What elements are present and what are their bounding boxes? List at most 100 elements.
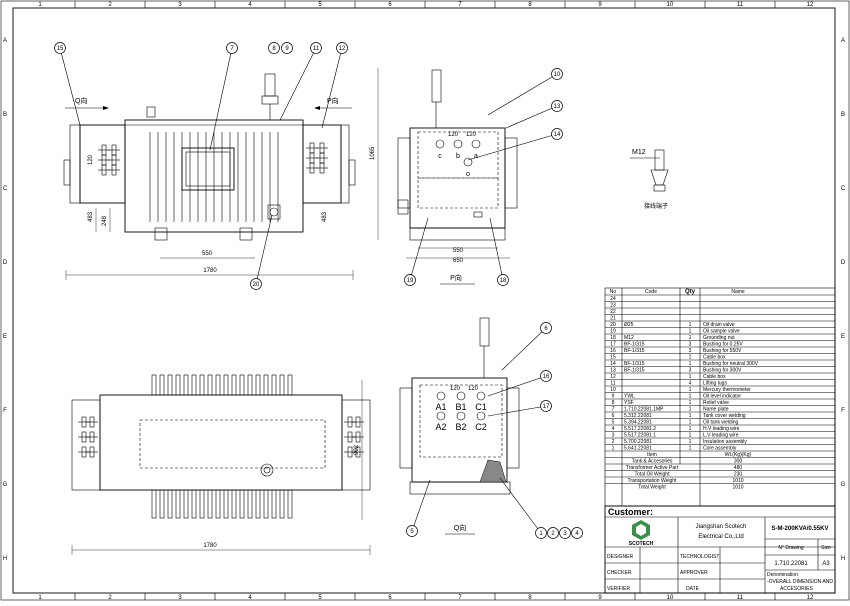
weight-header-item: Item (647, 452, 657, 458)
column-label: 3 (178, 2, 182, 8)
table-cell-name: Core assembly (703, 446, 737, 452)
table-cell-code: 5.700.22081 (624, 439, 652, 445)
callout-balloon (226, 42, 238, 54)
bushing-label-C1: C1 (475, 402, 487, 412)
callout-balloon (571, 527, 583, 539)
model-number: S-M-200KVA/0.55KV (772, 526, 829, 532)
spacing-120-d: 120 (468, 386, 479, 392)
table-cell-code: 5.394.22081 (624, 420, 652, 426)
column-label: 9 (598, 2, 602, 8)
checker-label: CHECKER (607, 570, 632, 576)
column-label: 5 (318, 2, 322, 8)
column-label: 7 (458, 2, 462, 8)
table-cell-no: 9 (612, 394, 615, 400)
view-q-label: Q向 (75, 96, 87, 105)
column-label: 3 (178, 595, 182, 601)
table-cell-no: 12 (610, 374, 616, 380)
table-cell-qty: 1 (689, 355, 692, 361)
row-label: D (841, 260, 846, 266)
bushing-label-A1: A1 (435, 402, 446, 412)
table-cell-name: Oil level indicator (703, 394, 741, 400)
table-cell-no: 19 (610, 329, 616, 335)
callout-balloon (551, 68, 563, 80)
bushing-label-B2: B2 (455, 422, 466, 432)
table-cell-code: YSF (624, 400, 634, 406)
row-label: C (3, 186, 8, 192)
callout-balloon (404, 274, 416, 286)
designer-label: DESIGNER (607, 554, 634, 560)
table-cell-no: 17 (610, 342, 616, 348)
left-cable-box (79, 124, 126, 204)
table-cell-name: Insulation assembly (703, 439, 747, 445)
table-cell-code: M12 (624, 335, 634, 341)
denomination-label: Denomination (767, 572, 798, 578)
technologist-label: TECHNOLOGIST (680, 554, 719, 560)
callout-balloon (406, 525, 418, 537)
spacing-120-b: 120 (466, 132, 477, 138)
table-cell-qty: 1 (689, 387, 692, 393)
name-plate (181, 147, 235, 191)
callout-number: 4 (575, 531, 579, 537)
inner-frame (12, 7, 836, 594)
table-cell-qty: 4 (689, 381, 692, 387)
plan-view: 1780 902 (71, 374, 371, 555)
company-line1: Jiangshan Scotech (696, 524, 747, 530)
table-cell-code: 5.517.22081.2 (624, 426, 656, 432)
side-view-p-label: P向 (450, 273, 462, 282)
table-cell-qty: 1 (689, 420, 692, 426)
weight-item: Transportation Weight (628, 478, 678, 484)
table-cell-code: 5.641.22081 (624, 446, 652, 452)
table-cell-code: BF-1/315 (624, 342, 645, 348)
column-label: 5 (318, 595, 322, 601)
view-p-label: P向 (327, 96, 339, 105)
callout-number: 6 (544, 326, 548, 332)
spacing-120-a: 120 (448, 132, 459, 138)
approver-label: APPROVER (680, 570, 708, 576)
bushing-label-A2: A2 (435, 422, 446, 432)
size-label: Size (821, 545, 831, 551)
table-cell-no: 15 (610, 355, 616, 361)
callout-number: 7 (230, 46, 234, 52)
table-cell-no: 22 (610, 309, 616, 315)
column-label: 11 (737, 595, 744, 601)
dim-902: 902 (354, 444, 360, 455)
table-cell-name: Oil drain valve (703, 322, 735, 328)
table-cell-code: 5.312.22081 (624, 413, 652, 419)
table-cell-name: Oil tank welding (703, 420, 739, 426)
weight-item: Tank & Accesories (632, 459, 673, 465)
callout-balloon (540, 400, 552, 412)
table-cell-name: Bushing for 550V (703, 348, 742, 354)
denomination-line2: ACCESORIES (780, 586, 813, 592)
weight-item: Total Weight (638, 485, 666, 491)
table-cell-no: 5 (612, 420, 615, 426)
callout-number: 3 (563, 531, 567, 537)
title-block: Customer: SCOTECH Jiangshan Scotech Elec… (604, 505, 836, 594)
table-cell-name: Relief valve (703, 400, 729, 406)
table-cell-name: Bushing for neutral 300V (703, 361, 759, 367)
column-label: 8 (528, 2, 532, 8)
table-cell-no: 8 (612, 400, 615, 406)
table-cell-no: 10 (610, 387, 616, 393)
table-cell-no: 23 (610, 303, 616, 309)
dim-483-right: 483 (322, 211, 328, 222)
row-label: G (3, 482, 8, 488)
logo-text: SCOTECH (629, 541, 654, 547)
hdr-no: No (610, 289, 617, 295)
table-cell-qty: 3 (689, 342, 692, 348)
callout-balloon (540, 322, 552, 334)
column-label: 1 (38, 595, 42, 601)
table-cell-code: YWL (624, 394, 635, 400)
terminal-detail: M12 接线端子 (630, 149, 669, 210)
column-label: 6 (388, 595, 392, 601)
table-cell-qty: 1 (689, 374, 692, 380)
callout-number: 9 (285, 46, 289, 52)
column-label: 6 (388, 2, 392, 8)
table-cell-name: Cable box (703, 355, 726, 361)
callout-number: 8 (272, 46, 276, 52)
column-label: 7 (458, 595, 462, 601)
weight-item: Total Oil Weight (635, 472, 671, 478)
callout-balloon (551, 128, 563, 140)
callout-number: 2 (551, 531, 555, 537)
table-cell-qty: 1 (689, 322, 692, 328)
